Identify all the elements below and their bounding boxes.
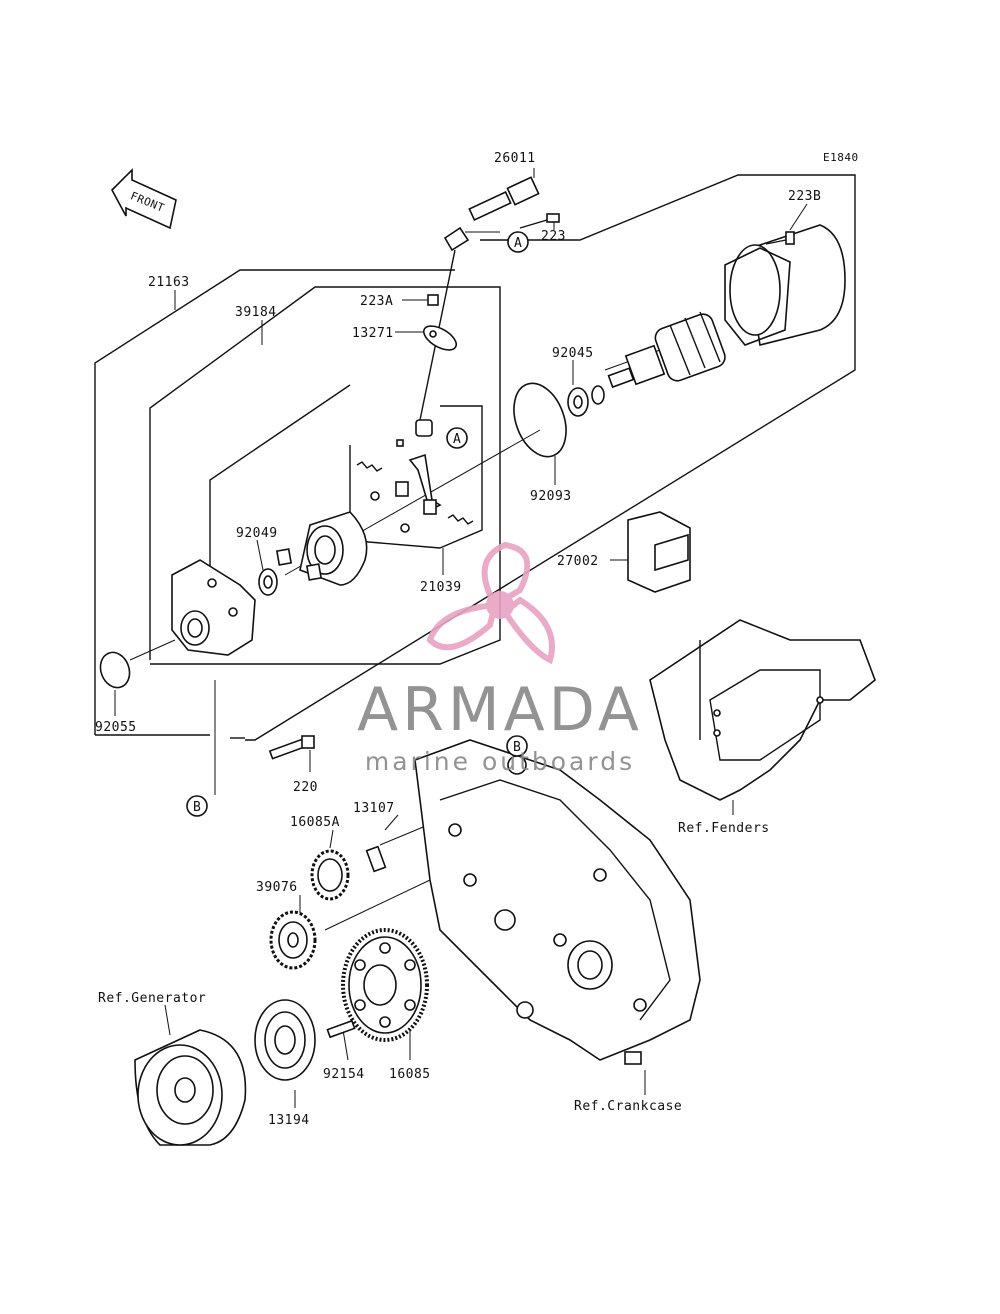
svg-text:B: B <box>193 800 201 815</box>
label-21163: 21163 <box>148 275 190 290</box>
label-39184: 39184 <box>235 305 277 320</box>
starter-motor-housing <box>724 224 846 346</box>
label-220: 220 <box>293 780 318 795</box>
label-223B: 223B <box>788 189 821 204</box>
watermark-subtitle: marine outboards <box>365 747 635 776</box>
svg-text:B: B <box>513 740 521 755</box>
dowel-13107 <box>365 845 387 873</box>
label-ref-crankcase: Ref.Crankcase <box>574 1099 682 1114</box>
armature <box>607 311 726 389</box>
bearing-92045 <box>567 385 605 417</box>
svg-text:A: A <box>514 236 522 251</box>
label-223: 223 <box>541 229 566 244</box>
label-92055: 92055 <box>95 720 137 735</box>
label-21039: 21039 <box>420 580 462 595</box>
crankcase <box>414 739 701 1065</box>
propeller-logo-icon <box>426 541 555 665</box>
callout-a2: A <box>446 427 468 449</box>
generator-rotor <box>134 1029 247 1146</box>
label-223A: 223A <box>360 294 393 309</box>
callout-a1: A <box>507 231 529 253</box>
callout-b2: B <box>506 735 528 757</box>
watermark-title: ARMADA <box>357 675 643 745</box>
connector-26011 <box>419 176 540 421</box>
gear-16085 <box>341 928 429 1042</box>
label-26011: 26011 <box>494 151 536 166</box>
clutch-13194 <box>254 999 316 1081</box>
label-39076: 39076 <box>256 880 298 895</box>
callout-b1: B <box>186 795 208 817</box>
fender-bracket <box>649 619 876 801</box>
label-92045: 92045 <box>552 346 594 361</box>
label-ref-generator: Ref.Generator <box>98 991 206 1006</box>
svg-text:A: A <box>453 432 461 447</box>
diagram-code: E1840 <box>823 151 859 164</box>
bolt-223B <box>765 231 795 245</box>
brush-holder-21039 <box>356 419 474 533</box>
label-92093: 92093 <box>530 489 572 504</box>
front-arrow-icon: FRONT <box>111 168 177 230</box>
bolt-223 <box>519 213 560 229</box>
label-92154: 92154 <box>323 1067 365 1082</box>
bolt-92154 <box>326 1019 356 1039</box>
relay-27002 <box>627 511 691 593</box>
front-cover-39184 <box>171 559 256 656</box>
label-13107: 13107 <box>353 801 395 816</box>
label-ref-fenders: Ref.Fenders <box>678 821 770 836</box>
gear-39076 <box>269 910 317 970</box>
label-27002: 27002 <box>557 554 599 569</box>
label-16085: 16085 <box>389 1067 431 1082</box>
label-92049: 92049 <box>236 526 278 541</box>
plate-13271 <box>422 294 458 351</box>
gear-16085A <box>310 849 350 901</box>
label-13271: 13271 <box>352 326 394 341</box>
armada-watermark: ARMADA marine outboards <box>357 541 643 776</box>
label-16085A: 16085A <box>290 815 340 830</box>
oring-92055 <box>99 651 131 689</box>
oring-92093 <box>513 382 567 458</box>
bolt-220 <box>268 735 315 760</box>
label-13194: 13194 <box>268 1113 310 1128</box>
seal-92049 <box>258 548 323 596</box>
